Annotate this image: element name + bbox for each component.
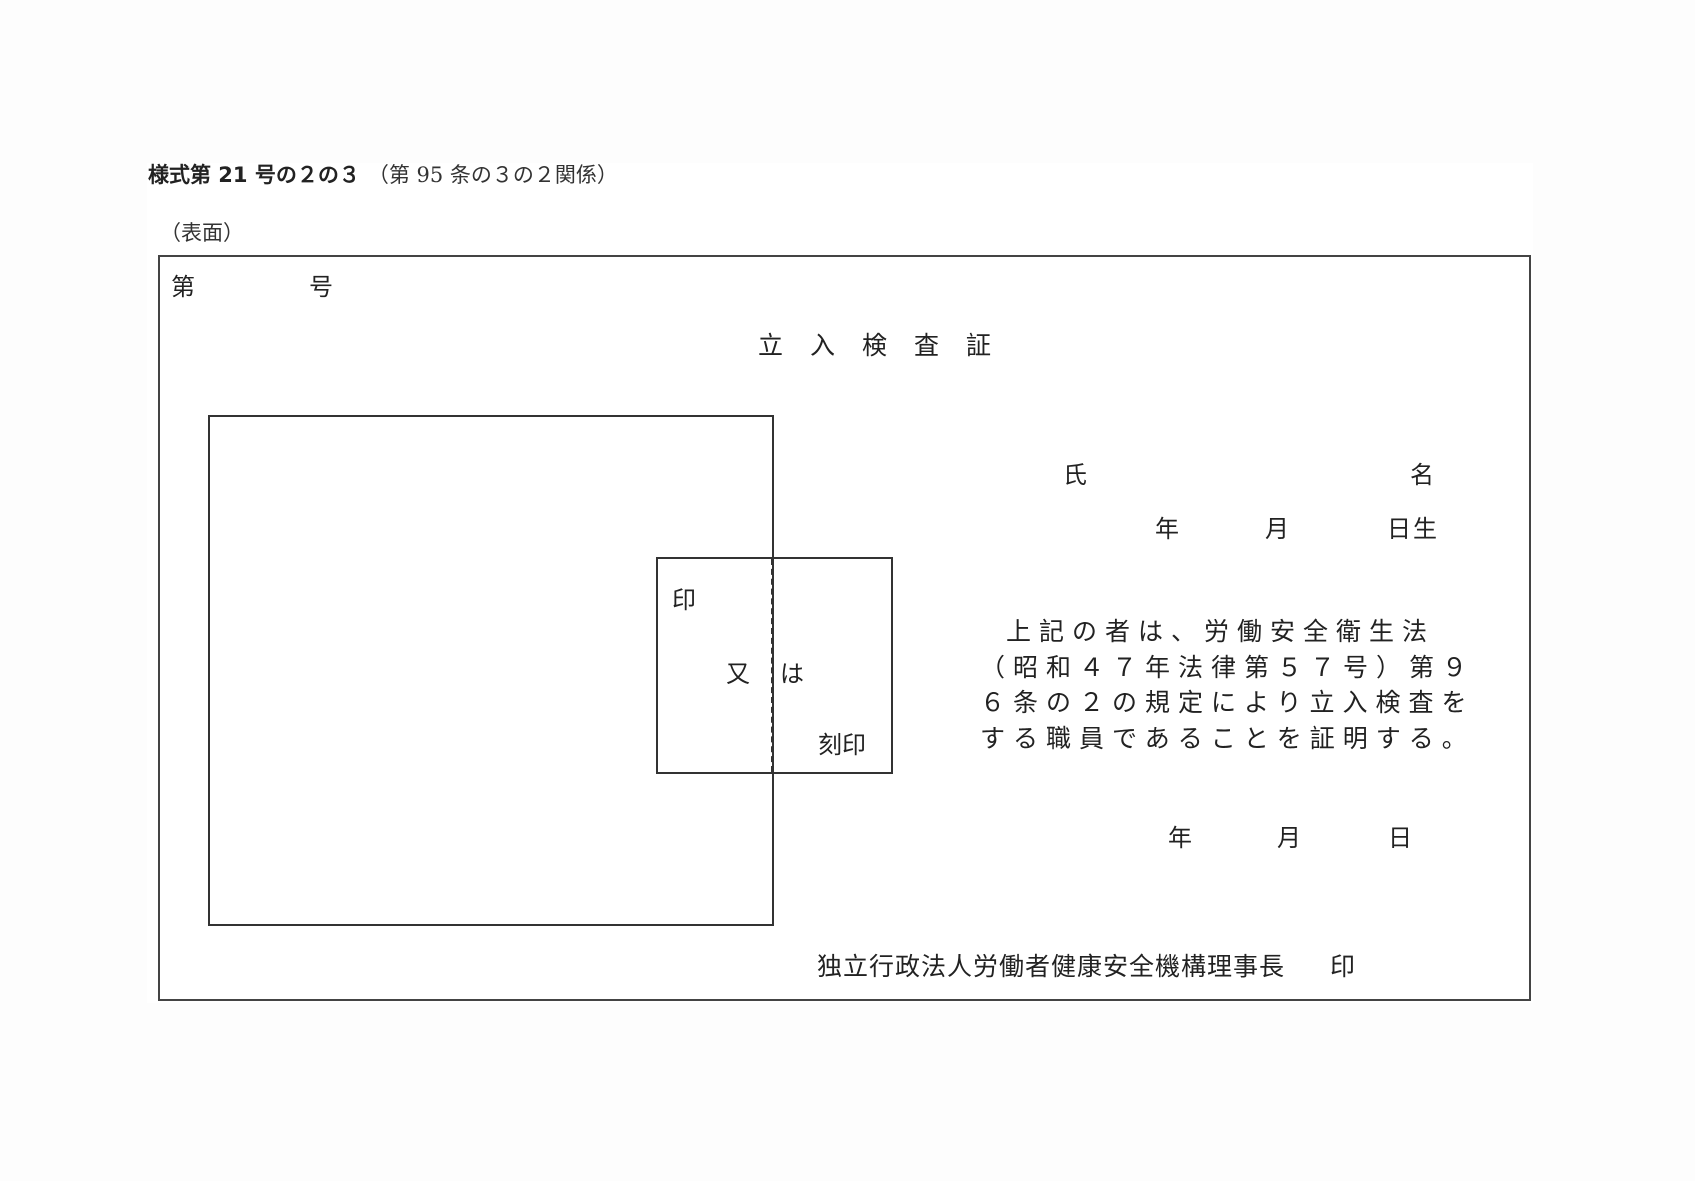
birth-month-label: 月	[1265, 515, 1289, 543]
issue-day-label: 日	[1388, 824, 1412, 852]
inspection-card-frame	[158, 255, 1531, 1001]
birth-day-label: 日生	[1387, 515, 1439, 543]
card-number-prefix: 第	[171, 273, 195, 301]
seal-label: 印	[672, 586, 696, 614]
form-number: 様式第 21 号の２の３	[148, 163, 360, 187]
seal-area	[656, 557, 893, 774]
seal-or-right: は	[780, 660, 804, 688]
photo-area	[208, 415, 774, 926]
card-title: 立入検査証	[758, 331, 1019, 360]
name-label-left: 氏	[1063, 461, 1087, 489]
seal-divider-dashed-line	[771, 559, 773, 772]
form-reference: （第 95 条の３の２関係）	[367, 163, 618, 187]
issuer-name: 独立行政法人労働者健康安全機構理事長	[817, 952, 1286, 981]
issue-year-label: 年	[1168, 824, 1192, 852]
name-label-right: 名	[1410, 461, 1434, 489]
issue-month-label: 月	[1277, 824, 1301, 852]
seal-or-left: 又	[726, 660, 750, 688]
side-label: （表面）	[160, 221, 244, 245]
card-number-suffix: 号	[309, 273, 333, 301]
stamp-label: 刻印	[818, 731, 866, 759]
birth-year-label: 年	[1155, 515, 1179, 543]
form-header: 様式第 21 号の２の３ （第 95 条の３の２関係）	[148, 160, 618, 191]
certification-text: 上記の者は、労働安全衛生法（昭和４７年法律第５７号）第９６条の２の規定により立入…	[980, 617, 1476, 753]
document-page	[147, 163, 1533, 1003]
issuer-seal-mark: 印	[1330, 952, 1356, 981]
